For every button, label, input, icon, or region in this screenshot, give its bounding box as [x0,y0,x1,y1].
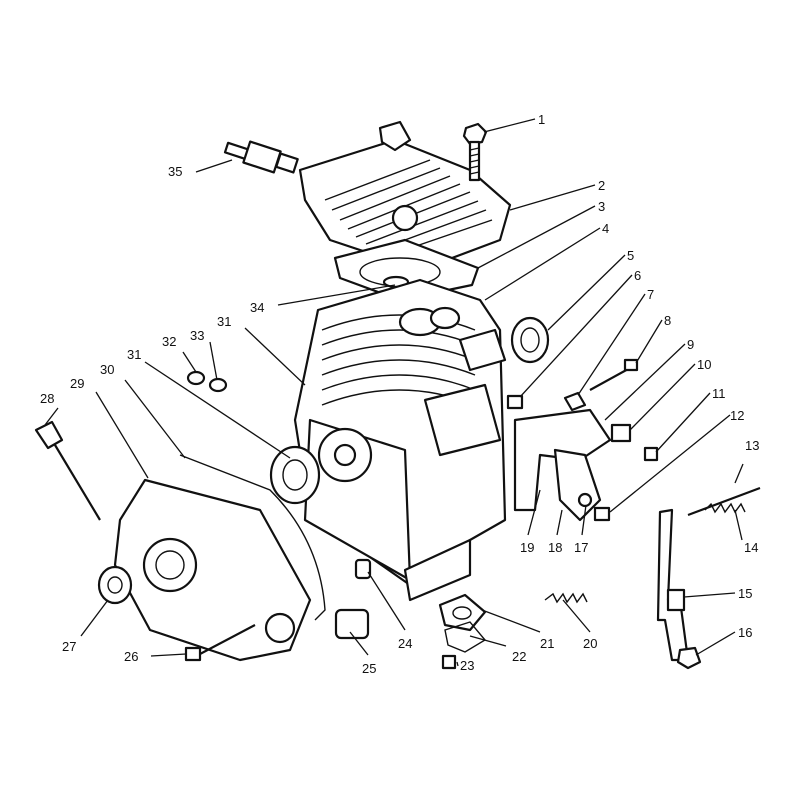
callout-23: 23 [460,658,474,673]
washers [186,370,228,393]
callout-35: 35 [168,164,182,179]
callout-9: 9 [687,337,694,352]
callout-33: 33 [190,328,204,343]
callout-1: 1 [538,112,545,127]
callout-15: 15 [738,586,752,601]
callout-30: 30 [100,362,114,377]
callout-26: 26 [124,649,138,664]
breather-valve [334,608,370,640]
spark-plug [223,140,299,174]
callout-28: 28 [40,391,54,406]
leader-lines [44,118,744,667]
callout-17: 17 [574,540,588,555]
callout-24: 24 [398,636,412,651]
callout-32: 32 [162,334,176,349]
callout-31a: 31 [127,347,141,362]
callout-18: 18 [548,540,562,555]
callout-3: 3 [598,199,605,214]
callout-20: 20 [583,636,597,651]
callout-11: 11 [712,386,726,401]
callout-29: 29 [70,376,84,391]
dowel-pin [354,558,372,580]
callout-21: 21 [540,636,554,651]
head-gasket [333,238,480,302]
cover-oil-seal [97,565,133,605]
callout-34: 34 [250,300,264,315]
callout-16: 16 [738,625,752,640]
oil-dipstick [34,420,101,521]
callout-10: 10 [697,357,711,372]
cover-gasket [179,454,326,621]
callout-4: 4 [602,221,609,236]
crankcase-block [293,278,507,602]
governor-spring [544,592,588,604]
callout-22: 22 [512,649,526,664]
callout-7: 7 [647,287,654,302]
callout-31b: 31 [217,314,231,329]
callout-19: 19 [520,540,534,555]
callout-8: 8 [664,313,671,328]
callout-labels: 1 2 3 4 5 6 7 8 9 10 11 12 13 14 15 16 1… [40,112,759,676]
callout-2: 2 [598,178,605,193]
governor-link [687,486,761,517]
callout-13: 13 [745,438,759,453]
head-bolt [462,122,488,182]
callout-27: 27 [62,639,76,654]
main-bearing [269,445,321,505]
cylinder-head [298,120,512,272]
callout-5: 5 [627,248,634,263]
control-lever [656,508,702,670]
callout-6: 6 [634,268,641,283]
callout-12: 12 [730,408,744,423]
inspection-plate [438,593,487,653]
governor-bracket [513,408,612,522]
small-hardware [506,358,659,522]
callout-25: 25 [362,661,376,676]
cover-bolt [184,624,256,662]
plate-screw [441,654,457,670]
callout-14: 14 [744,540,758,555]
oil-seal [510,316,550,364]
crankcase-cover [113,478,312,662]
